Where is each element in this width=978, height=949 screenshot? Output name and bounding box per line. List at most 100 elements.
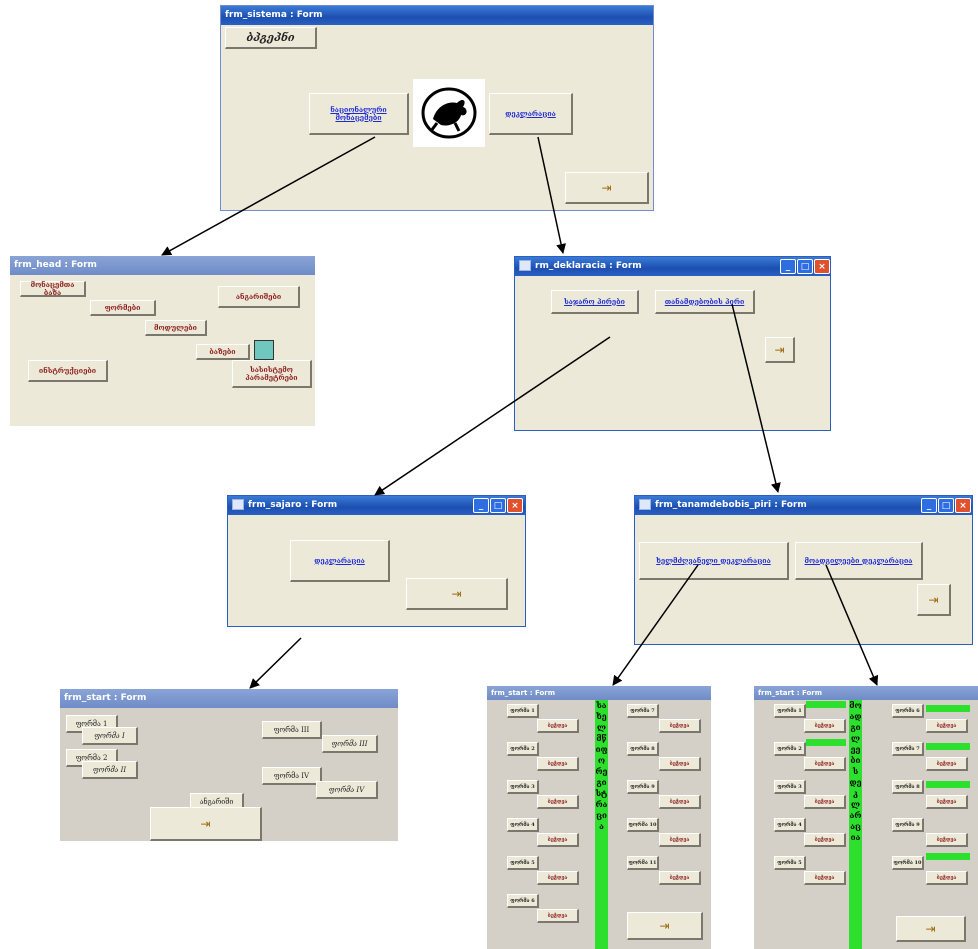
- form-button-2[interactable]: ფორმა 2: [507, 742, 539, 756]
- print-button-8[interactable]: ბეჭდვა: [659, 757, 701, 771]
- exit-button[interactable]: ⇥: [627, 912, 703, 940]
- title-bar: frm_sistema : Form: [221, 6, 653, 25]
- form-button-9[interactable]: ფორმა 9: [627, 780, 659, 794]
- exit-button[interactable]: ⇥: [406, 578, 508, 610]
- print-button-2[interactable]: ბეჭდვა: [804, 757, 846, 771]
- form-button-3[interactable]: ფორმა 3: [774, 780, 806, 794]
- print-button-7[interactable]: ბეჭდვა: [926, 757, 968, 771]
- print-button-4[interactable]: ბეჭდვა: [804, 833, 846, 847]
- frm-sajaro-form: frm_sajaro : Form _ □ × დეკლარაცია ⇥: [227, 495, 526, 627]
- title-bar: frm_head : Form: [10, 256, 315, 275]
- print-button-4[interactable]: ბეჭდვა: [537, 833, 579, 847]
- exit-button[interactable]: ⇥: [896, 916, 966, 942]
- forms-button[interactable]: ფორმები: [90, 300, 156, 316]
- modules-button[interactable]: მოდულები: [145, 320, 207, 336]
- header-label-button[interactable]: ბპგეპნი: [225, 27, 317, 49]
- form-button-6[interactable]: ფორმა 6: [892, 704, 924, 718]
- green-highlight: [926, 781, 970, 788]
- print-button-1[interactable]: ბეჭდვა: [804, 719, 846, 733]
- exit-icon: ⇥: [928, 592, 939, 607]
- database-button[interactable]: მონაცემთა ბაზა: [20, 280, 86, 297]
- frm-head-form: frm_head : Form მონაცემთა ბაზა ფორმები ა…: [10, 256, 315, 426]
- maximize-icon[interactable]: □: [490, 498, 506, 513]
- form-button-6[interactable]: ფორმა 6: [507, 894, 539, 908]
- form-iv-label-button[interactable]: ფორმა IV: [262, 767, 322, 785]
- maximize-icon[interactable]: □: [797, 259, 813, 274]
- window-title: frm_sistema : Form: [225, 10, 323, 20]
- exit-icon: ⇥: [601, 180, 612, 195]
- form-button-1[interactable]: ფორმა 1: [774, 704, 806, 718]
- status-bar-vertical: მოადგილეების დეკლარაცია: [849, 700, 862, 949]
- deputies-declaration-button[interactable]: მოადგილეები დეკლარაცია: [795, 542, 923, 580]
- exit-button[interactable]: ⇥: [565, 172, 649, 204]
- print-button-9[interactable]: ბეჭდვა: [926, 833, 968, 847]
- form-iii-label-button[interactable]: ფორმა III: [262, 721, 322, 739]
- form-i-button[interactable]: ფორმა I: [82, 727, 138, 745]
- form-button-9[interactable]: ფორმა 9: [892, 818, 924, 832]
- declaration-button[interactable]: დეკლარაცია: [290, 540, 390, 582]
- form-button-4[interactable]: ფორმა 4: [774, 818, 806, 832]
- exit-button[interactable]: ⇥: [150, 807, 262, 841]
- frm-deklaracia-form: rm_deklaracia : Form _ □ × საჯარო პირები…: [514, 256, 831, 431]
- form-button-7[interactable]: ფორმა 7: [892, 742, 924, 756]
- close-icon[interactable]: ×: [507, 498, 523, 513]
- print-button-5[interactable]: ბეჭდვა: [537, 871, 579, 885]
- exit-icon: ⇥: [925, 921, 936, 936]
- print-button-6[interactable]: ბეჭდვა: [926, 719, 968, 733]
- title-bar: frm_start : Form: [487, 686, 711, 700]
- print-button-8[interactable]: ბეჭდვა: [926, 795, 968, 809]
- form-button-5[interactable]: ფორმა 5: [507, 856, 539, 870]
- national-data-button[interactable]: ნაციონალური მონაცემები: [309, 93, 409, 135]
- window-title: frm_start : Form: [491, 689, 556, 697]
- public-persons-button[interactable]: საჯარო პირები: [551, 290, 639, 314]
- print-button-7[interactable]: ბეჭდვა: [659, 719, 701, 733]
- print-button-10[interactable]: ბეჭდვა: [926, 871, 968, 885]
- print-button-5[interactable]: ბეჭდვა: [804, 871, 846, 885]
- close-icon[interactable]: ×: [955, 498, 971, 513]
- form-button-2[interactable]: ფორმა 2: [774, 742, 806, 756]
- form-button-1[interactable]: ფორმა 1: [507, 704, 539, 718]
- form-button-8[interactable]: ფორმა 8: [627, 742, 659, 756]
- print-button-10[interactable]: ბეჭდვა: [659, 833, 701, 847]
- form-iii-button[interactable]: ფორმა III: [322, 735, 378, 753]
- form-button-8[interactable]: ფორმა 8: [892, 780, 924, 794]
- minimize-icon[interactable]: _: [780, 259, 796, 274]
- logo-image: [413, 79, 485, 147]
- print-button-1[interactable]: ბეჭდვა: [537, 719, 579, 733]
- form-button-10[interactable]: ფორმა 10: [627, 818, 659, 832]
- print-button-9[interactable]: ბეჭდვა: [659, 795, 701, 809]
- print-button-6[interactable]: ბეჭდვა: [537, 909, 579, 923]
- green-highlight: [806, 701, 846, 708]
- exit-button[interactable]: ⇥: [917, 584, 951, 616]
- exit-button[interactable]: ⇥: [765, 337, 795, 363]
- window-icon: [519, 260, 531, 271]
- minimize-icon[interactable]: _: [921, 498, 937, 513]
- form-button-7[interactable]: ფორმა 7: [627, 704, 659, 718]
- print-button-11[interactable]: ბეჭდვა: [659, 871, 701, 885]
- instructions-button[interactable]: ინსტრუქციები: [28, 360, 108, 382]
- form-button-10[interactable]: ფორმა 10: [892, 856, 924, 870]
- close-icon[interactable]: ×: [814, 259, 830, 274]
- official-person-button[interactable]: თანამდებობის პირი: [655, 290, 755, 314]
- head-declaration-button[interactable]: ხელმძღვანელი დეკლარაცია: [639, 542, 789, 580]
- reports-button[interactable]: ანგარიშები: [218, 286, 300, 308]
- form-iv-button[interactable]: ფორმა IV: [316, 781, 378, 799]
- form-button-4[interactable]: ფორმა 4: [507, 818, 539, 832]
- green-highlight: [926, 853, 970, 860]
- print-button-3[interactable]: ბეჭდვა: [537, 795, 579, 809]
- declaration-button[interactable]: დეკლარაცია: [489, 93, 573, 135]
- print-button-3[interactable]: ბეჭდვა: [804, 795, 846, 809]
- minimize-icon[interactable]: _: [473, 498, 489, 513]
- form-button-11[interactable]: ფორმა 11: [627, 856, 659, 870]
- maximize-icon[interactable]: □: [938, 498, 954, 513]
- window-title: rm_deklaracia : Form: [535, 261, 642, 271]
- databases-button[interactable]: ბაზები: [196, 344, 250, 360]
- window-title: frm_tanamdebobis_piri : Form: [655, 500, 807, 510]
- book-icon[interactable]: [254, 340, 274, 360]
- system-params-button[interactable]: სასისტემო პარამეტრები: [232, 360, 312, 388]
- form-button-5[interactable]: ფორმა 5: [774, 856, 806, 870]
- print-button-2[interactable]: ბეჭდვა: [537, 757, 579, 771]
- exit-icon: ⇥: [659, 918, 670, 933]
- form-ii-button[interactable]: ფორმა II: [82, 761, 138, 779]
- form-button-3[interactable]: ფორმა 3: [507, 780, 539, 794]
